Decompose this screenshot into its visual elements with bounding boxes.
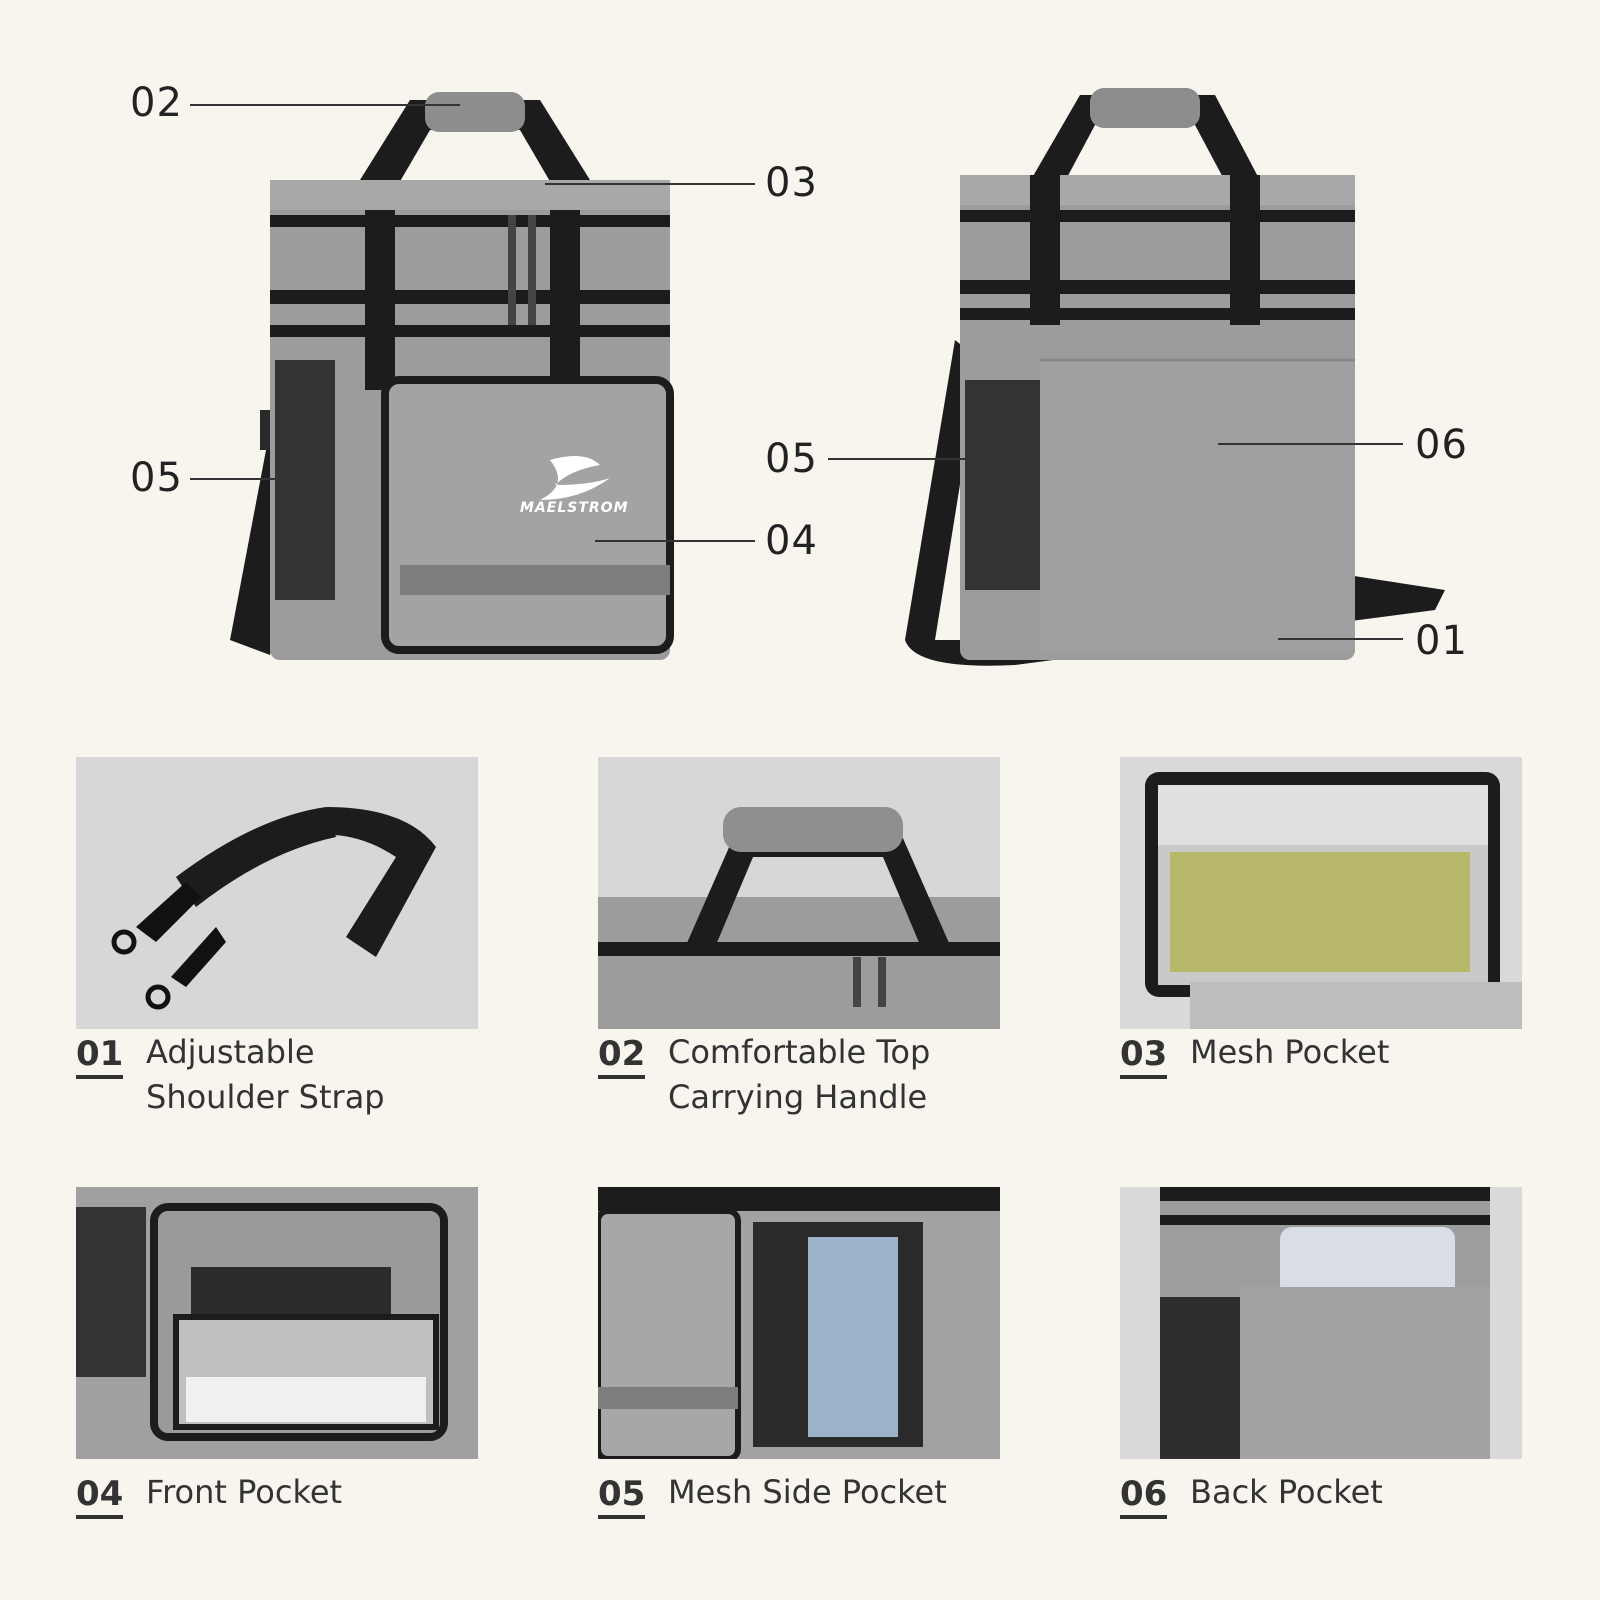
- feature-04-label: Front Pocket: [146, 1470, 342, 1515]
- feature-03-number: 03: [1120, 1035, 1168, 1079]
- feature-02-line2: Carrying Handle: [668, 1078, 928, 1116]
- feature-01-number: 01: [76, 1035, 124, 1079]
- feature-03-line1: Mesh Pocket: [1190, 1033, 1390, 1071]
- feature-01-line1: Adjustable: [146, 1033, 315, 1071]
- callout-04-left: 04: [765, 518, 818, 564]
- feature-03-label: Mesh Pocket: [1190, 1030, 1389, 1075]
- callout-line-04-left: [595, 540, 755, 542]
- feature-01-label: Adjustable Shoulder Strap: [146, 1030, 385, 1120]
- front-pocket-photo: [76, 1187, 478, 1459]
- callout-02-left: 02: [130, 80, 183, 126]
- callout-01-right: 01: [1415, 618, 1468, 664]
- callout-line-01-right: [1278, 638, 1403, 640]
- callout-line-06-right: [1218, 443, 1403, 445]
- feature-05-number: 05: [598, 1475, 646, 1519]
- handle-photo: [598, 757, 1000, 1029]
- back-bag-image: [905, 88, 1445, 666]
- brand-logo-text: MAELSTROM: [520, 500, 629, 516]
- front-bag-image: [230, 92, 674, 660]
- callout-06-right: 06: [1415, 422, 1468, 468]
- feature-04-number: 04: [76, 1475, 124, 1519]
- feature-05-label: Mesh Side Pocket: [668, 1470, 947, 1515]
- callout-line-02-left: [190, 104, 460, 106]
- callout-line-03-left: [545, 183, 755, 185]
- callout-line-05-right: [828, 458, 998, 460]
- feature-02-line1: Comfortable Top: [668, 1033, 931, 1071]
- callout-line-05-left: [190, 478, 330, 480]
- callout-05-right: 05: [765, 436, 818, 482]
- feature-06-line1: Back Pocket: [1190, 1473, 1383, 1511]
- feature-06-number: 06: [1120, 1475, 1168, 1519]
- mesh-pocket-photo: [1120, 757, 1522, 1029]
- callout-03-left: 03: [765, 160, 818, 206]
- mesh-side-pocket-photo: [598, 1187, 1000, 1459]
- callout-05-left: 05: [130, 455, 183, 501]
- feature-05-line1: Mesh Side Pocket: [668, 1473, 947, 1511]
- feature-01-line2: Shoulder Strap: [146, 1078, 385, 1116]
- feature-02-number: 02: [598, 1035, 646, 1079]
- feature-04-line1: Front Pocket: [146, 1473, 343, 1511]
- strap-photo: [76, 757, 478, 1029]
- feature-06-label: Back Pocket: [1190, 1470, 1383, 1515]
- back-pocket-photo: [1120, 1187, 1522, 1459]
- feature-02-label: Comfortable Top Carrying Handle: [668, 1030, 930, 1120]
